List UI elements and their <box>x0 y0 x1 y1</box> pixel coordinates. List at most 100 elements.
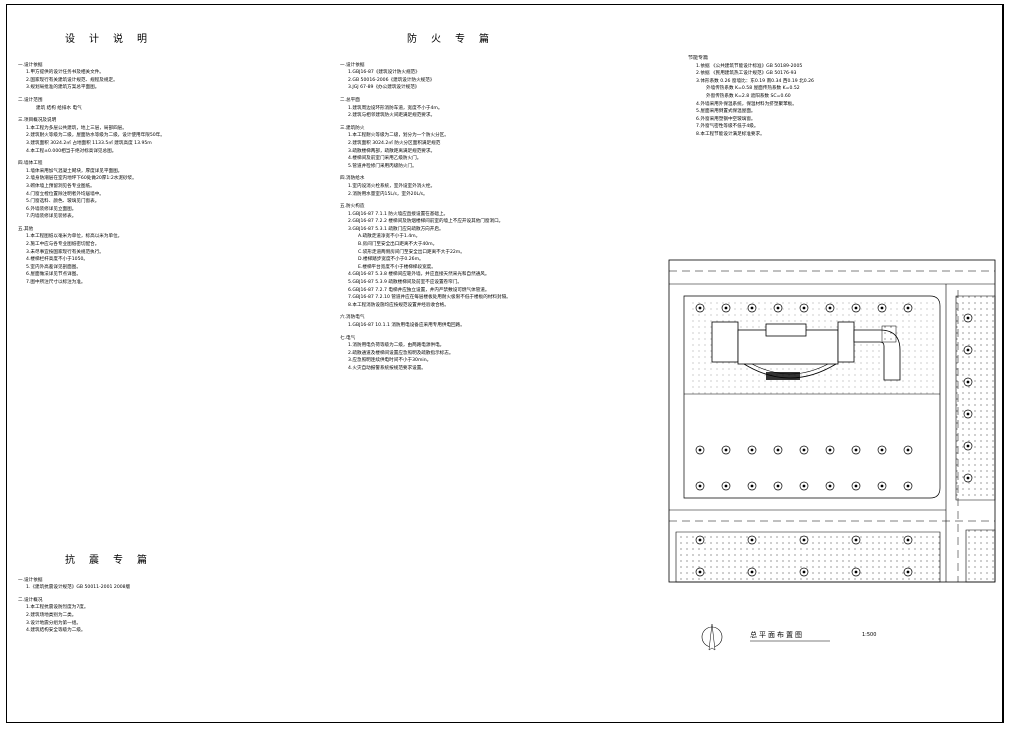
design_notes-line: 三.项目概况及说明 <box>18 118 57 124</box>
fire-protection-title: 防火专篇 <box>407 34 503 45</box>
design_notes-line: 2.施工中应与各专业图纸密切配合。 <box>26 242 100 248</box>
fire-line: 2.消防用水量室内15L/s，室外20L/s。 <box>348 191 428 197</box>
energy-line: 3.体形系数 0.26 窗墙比：东0.19 南0.34 西0.19 北0.26 <box>696 78 814 84</box>
tree-center <box>880 448 884 452</box>
tree-center <box>966 348 970 352</box>
energy-line: 1.依据 《公共建筑节能设计标准》GB 50189-2005 <box>696 63 803 69</box>
tree-center <box>854 484 858 488</box>
fire-line: 3.GBJ16-87 5.3.1 疏散门应向疏散方向开启。 <box>348 226 444 232</box>
site-plan-scale: 1:500 <box>862 632 877 638</box>
tree-center <box>906 570 910 574</box>
tree-center <box>906 484 910 488</box>
tree-center <box>966 316 970 320</box>
seismic-line: 2.建筑场地类别为二类。 <box>26 612 77 618</box>
energy-line: 4.外墙采用外保温系统，保温材料为挤塑聚苯板。 <box>696 101 797 107</box>
site-plan-caption: 总平面布置图 <box>750 631 804 639</box>
design_notes-line: 建筑 结构 给排水 电气 <box>36 105 82 111</box>
fire-line: 4.火灾自动报警系统按规范要求设置。 <box>348 365 426 371</box>
seismic-line: 一.设计依据 <box>18 577 43 583</box>
fire-line: E.楼梯平台宽度不小于楼梯梯段宽度。 <box>358 264 436 270</box>
design_notes-line: 1.墙体采用加气混凝土砌块，厚度详见平面图。 <box>26 168 123 174</box>
design_notes-line: 5.室内外高差详见剖面图。 <box>26 264 81 270</box>
fire-line: 三.建筑防火 <box>340 125 365 131</box>
tree-center <box>906 538 910 542</box>
tree-center <box>828 306 832 310</box>
fire-line: 2.疏散通道及楼梯间设置应急照明及疏散指示标志。 <box>348 350 454 356</box>
tree-center <box>802 570 806 574</box>
drawing-frame <box>6 4 1003 723</box>
design_notes-line: 5.门窗选料、颜色、玻璃见门窗表。 <box>26 199 100 205</box>
tree-center <box>750 448 754 452</box>
tree-center <box>828 484 832 488</box>
design_notes-line: 四.墙体工程 <box>18 161 43 167</box>
design_notes-line: 五.其他 <box>18 226 34 232</box>
tree-center <box>880 484 884 488</box>
design_notes-line: 1.本工程图纸以毫米为单位，标高以米为单位。 <box>26 234 123 240</box>
tree-center <box>802 448 806 452</box>
tree-group <box>695 303 973 577</box>
fire-line: 1.建筑周边设环形消防车道，宽度不小于4m。 <box>348 105 443 111</box>
tree-center <box>776 484 780 488</box>
design_notes-line: 3.建筑面积 3024.2㎡ 占地面积 1133.5㎡ 建筑高度 13.95m <box>26 140 152 146</box>
tree-center <box>724 448 728 452</box>
building-center-block <box>765 323 807 337</box>
tree-center <box>724 484 728 488</box>
tree-center <box>966 476 970 480</box>
energy-line: 6.外窗采用塑钢中空玻璃窗。 <box>696 116 756 122</box>
fire-line: D.楼梯踏步宽度不小于0.26m。 <box>358 257 424 263</box>
tree-center <box>776 306 780 310</box>
tree-center <box>828 448 832 452</box>
bottom-block <box>675 531 941 583</box>
right-block-top <box>955 295 996 501</box>
energy-title: 节能专篇 <box>688 55 709 61</box>
seismic-line: 3.设计地震分组为第一组。 <box>26 620 81 626</box>
design_notes-line: 1.本工程为多层公共建筑，地上三层，局部四层。 <box>26 125 127 131</box>
energy-body: 1.依据 《公共建筑节能设计标准》GB 50189-2005 2.依据 《民用建筑… <box>688 63 998 139</box>
fire-line: 六.消防电气 <box>340 315 365 321</box>
fire-line: 二.总平面 <box>340 97 360 103</box>
tree-center <box>750 484 754 488</box>
fire-line: 五.防火构造 <box>340 204 365 210</box>
design_notes-line: 4.门窗立樘位置除注明者外均居墙中。 <box>26 191 104 197</box>
fire-line: 1.GBJ16-87 10.1.1 消防用电设备应采用专用供电回路。 <box>348 323 465 328</box>
fire-line: 1.消防用电负荷等级为二级，由两路电源供电。 <box>348 343 445 349</box>
tree-center <box>854 306 858 310</box>
tree-center <box>966 380 970 384</box>
fire-line: 4.GBJ16-87 5.3.8 楼梯间应靠外墙，并应直接天然采光和自然通风。 <box>348 272 490 278</box>
tree-center <box>880 306 884 310</box>
fire-line: 7.GBJ16-87 7.2.10 管道井应在每层楼板处用耐火极限不低于楼板的材… <box>348 295 511 301</box>
tree-center <box>724 306 728 310</box>
tree-center <box>750 570 754 574</box>
fire-line: 2.建筑面积 3024.2㎡ 防火分区面积满足规范 <box>348 140 441 146</box>
tree-center <box>854 538 858 542</box>
right-block-bottom <box>965 529 996 583</box>
fire-line: C.袋形走道两侧房间门至安全出口距离不大于22m。 <box>358 249 465 255</box>
design_notes-line: 2.建筑耐火等级为二级，屋面防水等级为二级，设计使用年限50年。 <box>26 133 165 139</box>
design_notes-line: 二.设计范围 <box>18 97 43 103</box>
energy-line: 5.屋面采用倒置式保温屋面。 <box>696 109 756 115</box>
tree-center <box>906 448 910 452</box>
fire-line: 3.JGJ 67-89《办公建筑设计规范》 <box>348 85 420 91</box>
tree-center <box>854 570 858 574</box>
fire-line: 5.GBJ16-87 5.3.9 疏散楼梯间及前室不应设置卷帘门。 <box>348 280 462 286</box>
design_notes-line: 一.设计依据 <box>18 62 43 68</box>
fire-line: 一.设计依据 <box>340 62 365 68</box>
energy-line: 2.依据 《民用建筑热工设计规范》GB 50176-93 <box>696 71 797 77</box>
fire-line: 2.GBJ16-87 7.2.2 楼梯间及防烟楼梯间前室的墙上不应开设其他门窗洞… <box>348 219 504 225</box>
fire-line: 3.应急照明连续供电时间不小于30min。 <box>348 358 432 364</box>
design_notes-line: 4.本工程±0.000相当于绝对标高详见总图。 <box>26 148 117 154</box>
fire-line: 5.管道井检修门采用丙级防火门。 <box>348 163 417 169</box>
north-arrow-needle <box>708 623 716 651</box>
design_notes-line: 7.内墙装修详见装修表。 <box>26 214 77 220</box>
seismic-line: 1.本工程抗震设防烈度为7度。 <box>26 605 89 611</box>
fire-line: 四.消防给水 <box>340 176 365 182</box>
fire-line: A.疏散走道净宽不小于1.4m。 <box>358 234 421 240</box>
tree-center <box>966 444 970 448</box>
design_notes-line: 3.未尽事宜按国家现行有关规范执行。 <box>26 249 104 255</box>
fire-line: 2.GB 50016-2006《建筑设计防火规范》 <box>348 77 435 83</box>
